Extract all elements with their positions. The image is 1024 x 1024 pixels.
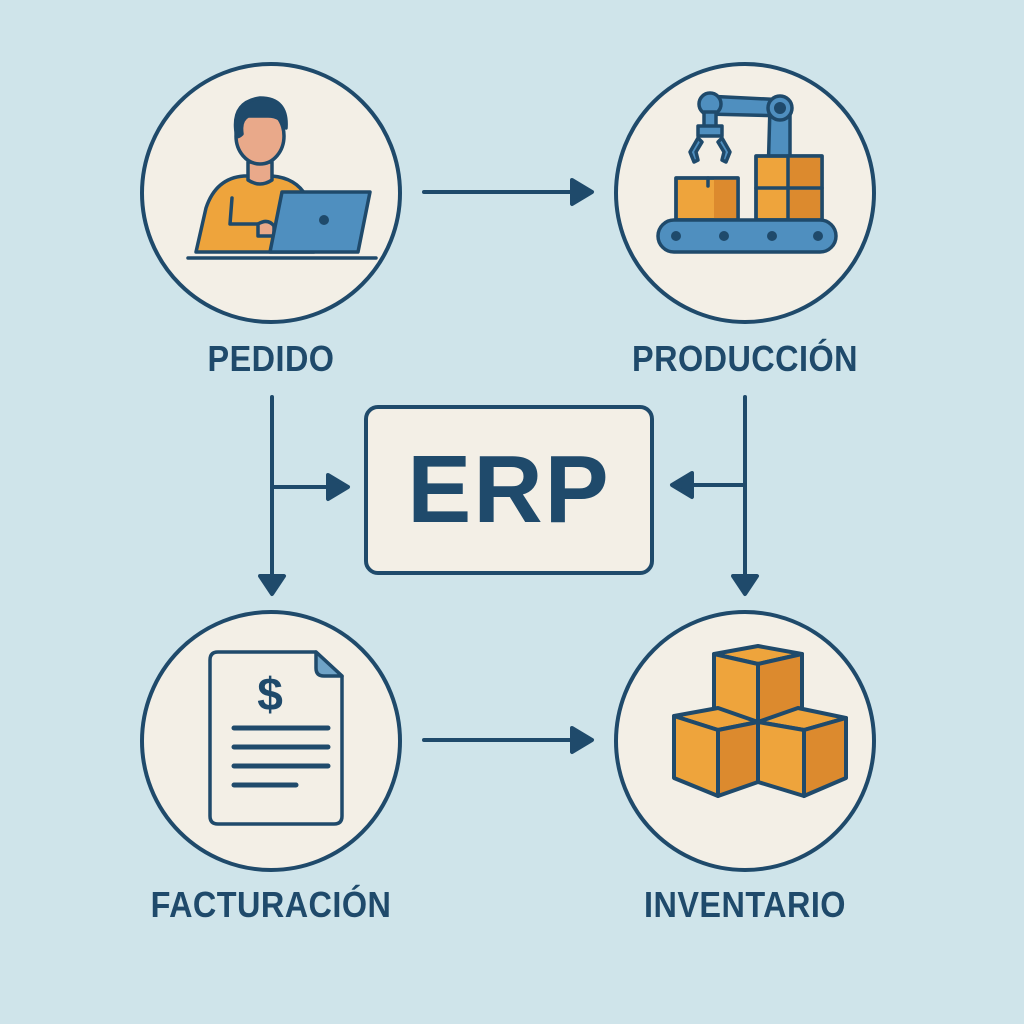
pedido-circle <box>140 62 402 324</box>
invoice-dollar-icon: $ <box>208 650 344 826</box>
person-laptop-icon <box>186 96 378 260</box>
label-produccion: PRODUCCIÓN <box>632 338 858 379</box>
erp-box: ERP <box>364 405 654 575</box>
label-pedido: PEDIDO <box>207 338 335 379</box>
arrow-pedido-to-produccion <box>422 178 594 206</box>
robot-arm-conveyor-icon <box>656 91 838 254</box>
arrow-pedido-to-facturacion <box>258 395 286 596</box>
arrow-facturacion-to-inventario <box>422 726 594 754</box>
facturacion-circle: $ <box>140 610 402 872</box>
produccion-circle <box>614 62 876 324</box>
label-inventario: INVENTARIO <box>644 884 846 925</box>
dollar-sign-icon: $ <box>257 668 283 720</box>
label-facturacion: FACTURACIÓN <box>150 884 392 925</box>
arrow-produccion-to-inventario <box>731 395 759 596</box>
arrow-produccion-to-erp <box>670 471 747 499</box>
stacked-boxes-icon <box>672 644 848 798</box>
arrow-pedido-to-erp <box>270 473 350 501</box>
inventario-circle <box>614 610 876 872</box>
erp-label: ERP <box>407 436 611 543</box>
